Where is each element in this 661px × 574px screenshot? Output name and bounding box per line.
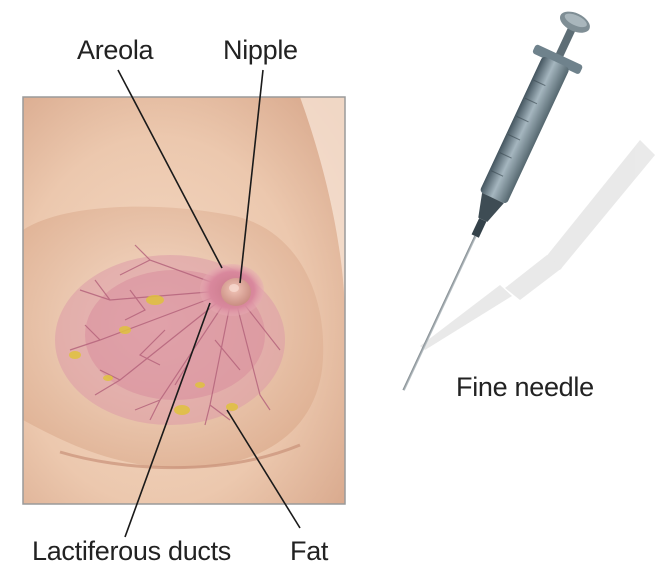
anatomy-panel bbox=[23, 97, 345, 504]
label-nipple: Nipple bbox=[223, 35, 298, 66]
label-areola: Areola bbox=[77, 35, 153, 66]
label-fine-needle: Fine needle bbox=[456, 372, 594, 403]
syringe-barrel bbox=[479, 56, 570, 205]
syringe-icon bbox=[380, 3, 655, 401]
label-lactiferous-ducts: Lactiferous ducts bbox=[32, 536, 231, 567]
syringe-shadow bbox=[420, 140, 655, 350]
label-fat: Fat bbox=[290, 536, 328, 567]
nipple-shape bbox=[221, 278, 251, 306]
